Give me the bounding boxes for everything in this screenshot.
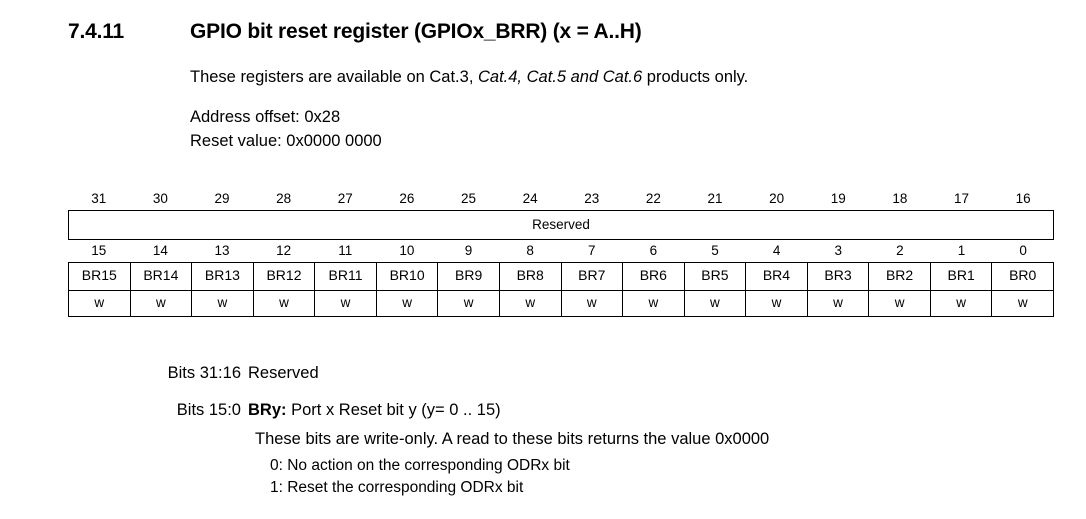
availability-suffix: products only. <box>642 68 749 86</box>
bit-number: 10 <box>399 243 415 258</box>
bit-name-cell: BR6 <box>623 263 685 290</box>
bit-number: 16 <box>1015 191 1031 206</box>
bit-name-cell: BR11 <box>315 263 377 290</box>
bit-name-row: BR15 BR14 BR13 BR12 BR11 BR10 BR9 BR8 BR… <box>68 262 1054 290</box>
bit-number: 28 <box>276 191 292 206</box>
low-bit-number-row: 15 14 13 12 11 10 9 8 7 6 5 4 3 2 1 0 <box>68 240 1054 262</box>
bit-name-cell: BR5 <box>685 263 747 290</box>
bit-number: 6 <box>649 243 658 258</box>
bit-number: 17 <box>954 191 970 206</box>
bit-number: 9 <box>464 243 473 258</box>
bit-name-cell: BR15 <box>69 263 131 290</box>
bit-number: 26 <box>399 191 415 206</box>
address-offset: Address offset: 0x28 <box>190 108 341 126</box>
field-description-bry: Bits 15:0 BRy: Port x Reset bit y (y= 0 … <box>0 399 1086 422</box>
bit-name-cell: BR8 <box>500 263 562 290</box>
availability-note: These registers are available on Cat.3, … <box>190 66 748 89</box>
bit-access-cell: w <box>562 291 624 316</box>
bits-description: Reserved <box>248 364 319 382</box>
bit-access-cell: w <box>192 291 254 316</box>
bit-number: 24 <box>522 191 538 206</box>
reset-value: Reset value: 0x0000 0000 <box>190 132 382 150</box>
bit-access-cell: w <box>746 291 808 316</box>
bit-name-cell: BR7 <box>562 263 624 290</box>
bry-option-zero: 0: No action on the corresponding ODRx b… <box>270 457 570 474</box>
bit-number: 29 <box>214 191 230 206</box>
bit-number: 14 <box>152 243 168 258</box>
bit-name-cell: BR9 <box>438 263 500 290</box>
bit-number: 15 <box>91 243 107 258</box>
bit-access-cell: w <box>808 291 870 316</box>
bit-name-cell: BR1 <box>931 263 993 290</box>
bit-field-text: Port x Reset bit y (y= 0 .. 15) <box>286 401 501 419</box>
bit-number: 2 <box>896 243 904 258</box>
bit-access-cell: w <box>377 291 439 316</box>
bit-number: 18 <box>892 191 908 206</box>
bit-number: 5 <box>711 243 719 258</box>
bit-number: 19 <box>830 191 846 206</box>
bit-access-cell: w <box>254 291 316 316</box>
availability-prefix: These registers are available on Cat.3, <box>190 68 478 86</box>
bit-number: 25 <box>461 191 477 206</box>
reserved-field-cell: Reserved <box>68 210 1054 240</box>
register-bit-table: 31 30 29 28 27 26 25 24 23 22 21 20 19 1… <box>68 188 1054 317</box>
bry-option-one: 1: Reset the corresponding ODRx bit <box>270 479 524 496</box>
bit-number: 4 <box>772 243 781 258</box>
bit-number: 21 <box>707 191 723 206</box>
bit-number: 0 <box>1019 243 1027 258</box>
bit-number: 11 <box>338 243 353 258</box>
bits-label: Bits 15:0 <box>176 401 241 419</box>
bit-number: 8 <box>526 243 534 258</box>
bit-number: 23 <box>584 191 600 206</box>
bit-name-cell: BR13 <box>192 263 254 290</box>
bit-number: 22 <box>645 191 661 206</box>
bit-number: 1 <box>957 243 966 258</box>
bit-access-cell: w <box>69 291 131 316</box>
bit-name-cell: BR10 <box>377 263 439 290</box>
bit-access-cell: w <box>315 291 377 316</box>
section-number: 7.4.11 <box>68 20 125 43</box>
bits-description: BRy: Port x Reset bit y (y= 0 .. 15) <box>248 399 1086 422</box>
bit-number: 13 <box>214 243 230 258</box>
bit-name-cell: BR14 <box>131 263 193 290</box>
bit-access-cell: w <box>869 291 931 316</box>
bit-name-cell: BR0 <box>992 263 1054 290</box>
bit-number: 31 <box>91 191 107 206</box>
bry-note: These bits are write-only. A read to the… <box>255 430 770 448</box>
bit-number: 30 <box>152 191 168 206</box>
bit-access-cell: w <box>623 291 685 316</box>
bit-access-cell: w <box>992 291 1054 316</box>
bit-access-cell: w <box>131 291 193 316</box>
bit-access-cell: w <box>500 291 562 316</box>
bit-number: 20 <box>769 191 785 206</box>
bit-access-cell: w <box>931 291 993 316</box>
bit-name-cell: BR4 <box>746 263 808 290</box>
bit-number: 7 <box>588 243 596 258</box>
bit-access-cell: w <box>685 291 747 316</box>
bit-number: 27 <box>337 191 353 206</box>
bit-name-cell: BR2 <box>869 263 931 290</box>
bit-access-cell: w <box>438 291 500 316</box>
bit-name-cell: BR12 <box>254 263 316 290</box>
bits-label: Bits 31:16 <box>167 364 241 382</box>
bit-number: 3 <box>834 243 843 258</box>
bit-access-row: w w w w w w w w w w w w w w w w <box>68 290 1054 317</box>
availability-italic: Cat.4, Cat.5 and Cat.6 <box>478 68 643 86</box>
high-bit-number-row: 31 30 29 28 27 26 25 24 23 22 21 20 19 1… <box>68 188 1054 210</box>
bit-name-cell: BR3 <box>808 263 870 290</box>
page-title: 7.4.11 GPIO bit reset register (GPIOx_BR… <box>68 20 1058 44</box>
section-title: GPIO bit reset register (GPIOx_BRR) (x =… <box>190 20 642 43</box>
field-description-reserved: Bits 31:16 Reserved <box>0 362 1086 385</box>
bit-field-name: BRy: <box>248 401 287 419</box>
bit-number: 12 <box>276 243 292 258</box>
